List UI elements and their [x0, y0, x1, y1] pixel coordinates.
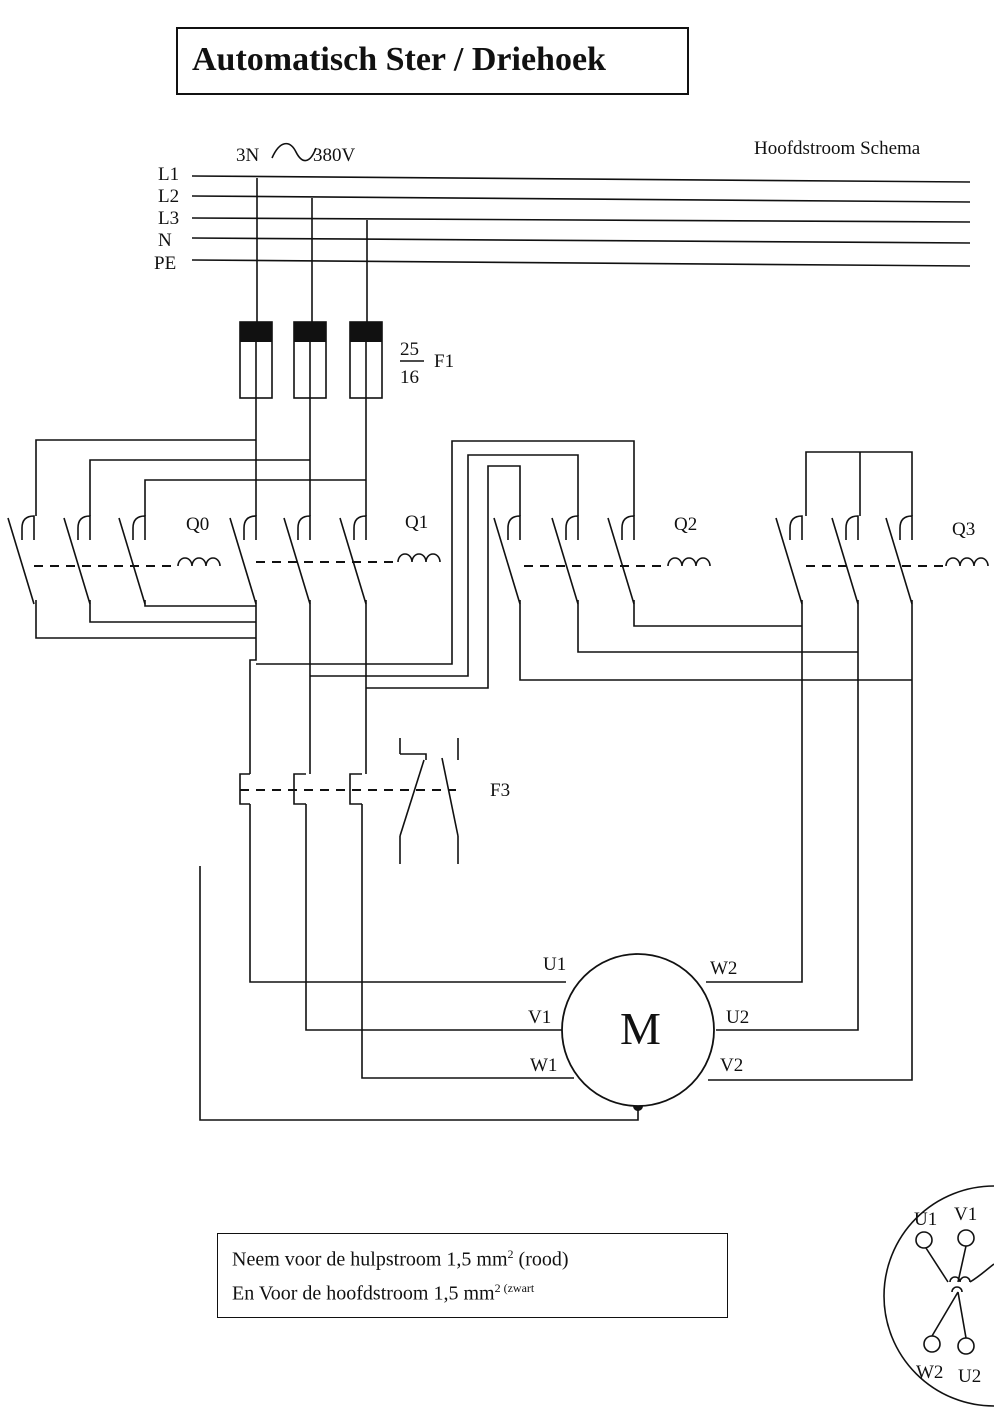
overload-relay-f3 [239, 738, 459, 864]
diagram-title: Automatisch Ster / Driehoek [192, 41, 606, 78]
motor [561, 953, 715, 1107]
note-box: Neem voor de hulpstroom 1,5 mm2 (rood) E… [217, 1233, 728, 1318]
note-line-1: Neem voor de hulpstroom 1,5 mm2 (rood) [232, 1240, 713, 1274]
fuse-f1 [239, 321, 383, 399]
contact-blade [607, 517, 635, 605]
contact-terminal [899, 515, 913, 540]
q1-outputs [249, 600, 367, 774]
note-line-2: En Voor de hoofdstroom 1,5 mm2 (zwart [232, 1274, 713, 1308]
terminal-u1: U1 [543, 954, 566, 975]
fuse-rating-denominator: 16 [400, 367, 419, 388]
line-label-pe: PE [154, 253, 176, 274]
contact-blade [493, 517, 521, 605]
ac-symbol-icon [271, 142, 317, 162]
contact-terminal [565, 515, 579, 540]
terminal-u2: U2 [726, 1007, 749, 1028]
contact-terminal [621, 515, 635, 540]
contact-terminal [507, 515, 521, 540]
supply-drops [256, 178, 368, 322]
contactor-contacts [7, 515, 913, 605]
terminal-box-u2: U2 [958, 1366, 981, 1387]
contactor-label-q1: Q1 [405, 512, 428, 533]
note-line-1-sup: 2 [507, 1247, 514, 1261]
q0-star-bridge [35, 600, 256, 639]
contact-terminal [789, 515, 803, 540]
line-label-l1: L1 [158, 164, 179, 185]
motor-symbol: M [620, 1003, 661, 1054]
terminal-box-v1: V1 [954, 1204, 977, 1225]
schema-subtitle: Hoofdstroom Schema [754, 138, 921, 159]
contact-terminal [845, 515, 859, 540]
contactor-label-q3: Q3 [952, 519, 975, 540]
q2-outputs [519, 600, 912, 681]
pe-wire [199, 866, 639, 1121]
bus-bars [191, 175, 971, 267]
contact-blade [118, 517, 146, 605]
overload-label: F3 [490, 780, 510, 801]
note-line-1-color: (rood) [513, 1248, 569, 1271]
q0-feed-wiring [35, 439, 366, 516]
fuse-outputs [255, 398, 367, 516]
terminal-box-u1: U1 [914, 1209, 937, 1230]
contactor-label-q2: Q2 [674, 514, 697, 535]
supply-label-right: 380V [313, 145, 356, 166]
q2-feed-wiring [256, 440, 635, 689]
supply-label-left: 3N [236, 145, 260, 166]
contact-terminal [297, 515, 311, 540]
contact-terminal [132, 515, 146, 540]
terminal-w1: W1 [530, 1055, 557, 1076]
note-line-1-text: Neem voor de hulpstroom 1,5 mm [232, 1248, 508, 1271]
q3-outputs [706, 600, 913, 1081]
contact-blade [831, 517, 859, 605]
terminal-box-w2: W2 [916, 1362, 943, 1383]
contact-terminal [243, 515, 257, 540]
contact-terminal [21, 515, 35, 540]
contact-blade [775, 517, 803, 605]
coil-icons [177, 553, 989, 567]
line-label-l2: L2 [158, 186, 179, 207]
terminal-v2: V2 [720, 1055, 743, 1076]
terminal-v1: V1 [528, 1007, 551, 1028]
note-line-2-sup: 2 (zwart [494, 1280, 535, 1295]
contactor-label-q0: Q0 [186, 514, 209, 535]
note-line-2-text: En Voor de hoofdstroom 1,5 mm [232, 1282, 495, 1305]
contact-blade [63, 517, 91, 605]
line-label-n: N [158, 230, 172, 251]
title-box: Automatisch Ster / Driehoek [176, 27, 689, 95]
contact-terminal [353, 515, 367, 540]
fuse-name: F1 [434, 351, 454, 372]
contact-blade [7, 517, 35, 605]
contact-terminal [77, 515, 91, 540]
contact-blade [229, 517, 257, 605]
fuse-rating-numerator: 25 [400, 339, 419, 360]
motor-feed-wiring [249, 804, 574, 1079]
contact-blade [551, 517, 579, 605]
contact-blade [885, 517, 913, 605]
terminal-box [883, 1185, 994, 1407]
line-label-l3: L3 [158, 208, 179, 229]
q3-delta-bridge [805, 451, 913, 516]
terminal-w2: W2 [710, 958, 737, 979]
